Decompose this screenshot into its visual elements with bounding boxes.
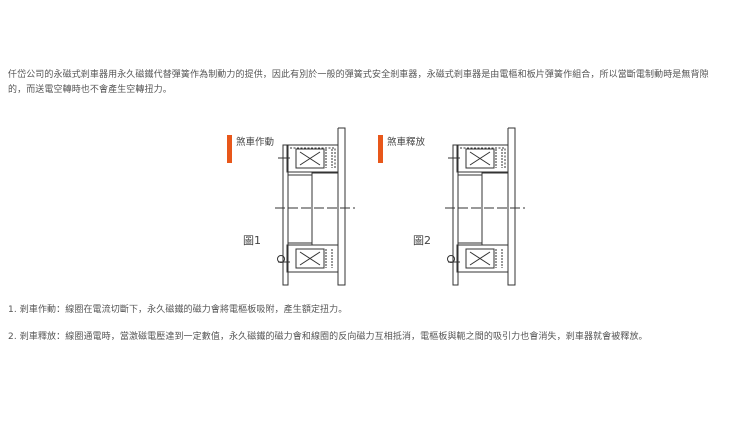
figure-1-caption: 圖1 <box>243 234 261 247</box>
accent-bar <box>378 135 383 163</box>
figure-1-drawing <box>274 127 356 286</box>
figure-2-caption: 圖2 <box>413 234 431 247</box>
figure-1-title: 煞車作動 <box>236 137 275 148</box>
intro-line-1: 仟岱公司的永磁式剎車器用永久磁鐵代替彈簧作為制動力的提供，因此有別於一般的彈簧式… <box>8 70 709 80</box>
figure-2-drawing <box>444 127 526 286</box>
accent-bar <box>227 135 232 163</box>
note-1: 1. 剎車作動：線圈在電流切斷下，永久磁鐵的磁力會將電樞板吸附，產生額定扭力。 <box>8 305 348 315</box>
figure-2-title: 煞車釋放 <box>387 137 426 148</box>
intro-line-2: 的，而送電空轉時也不會產生空轉扭力。 <box>8 85 172 95</box>
note-2: 2. 剎車釋放：線圈通電時，當激磁電壓達到一定數值，永久磁鐵的磁力會和線圈的反向… <box>8 332 648 342</box>
